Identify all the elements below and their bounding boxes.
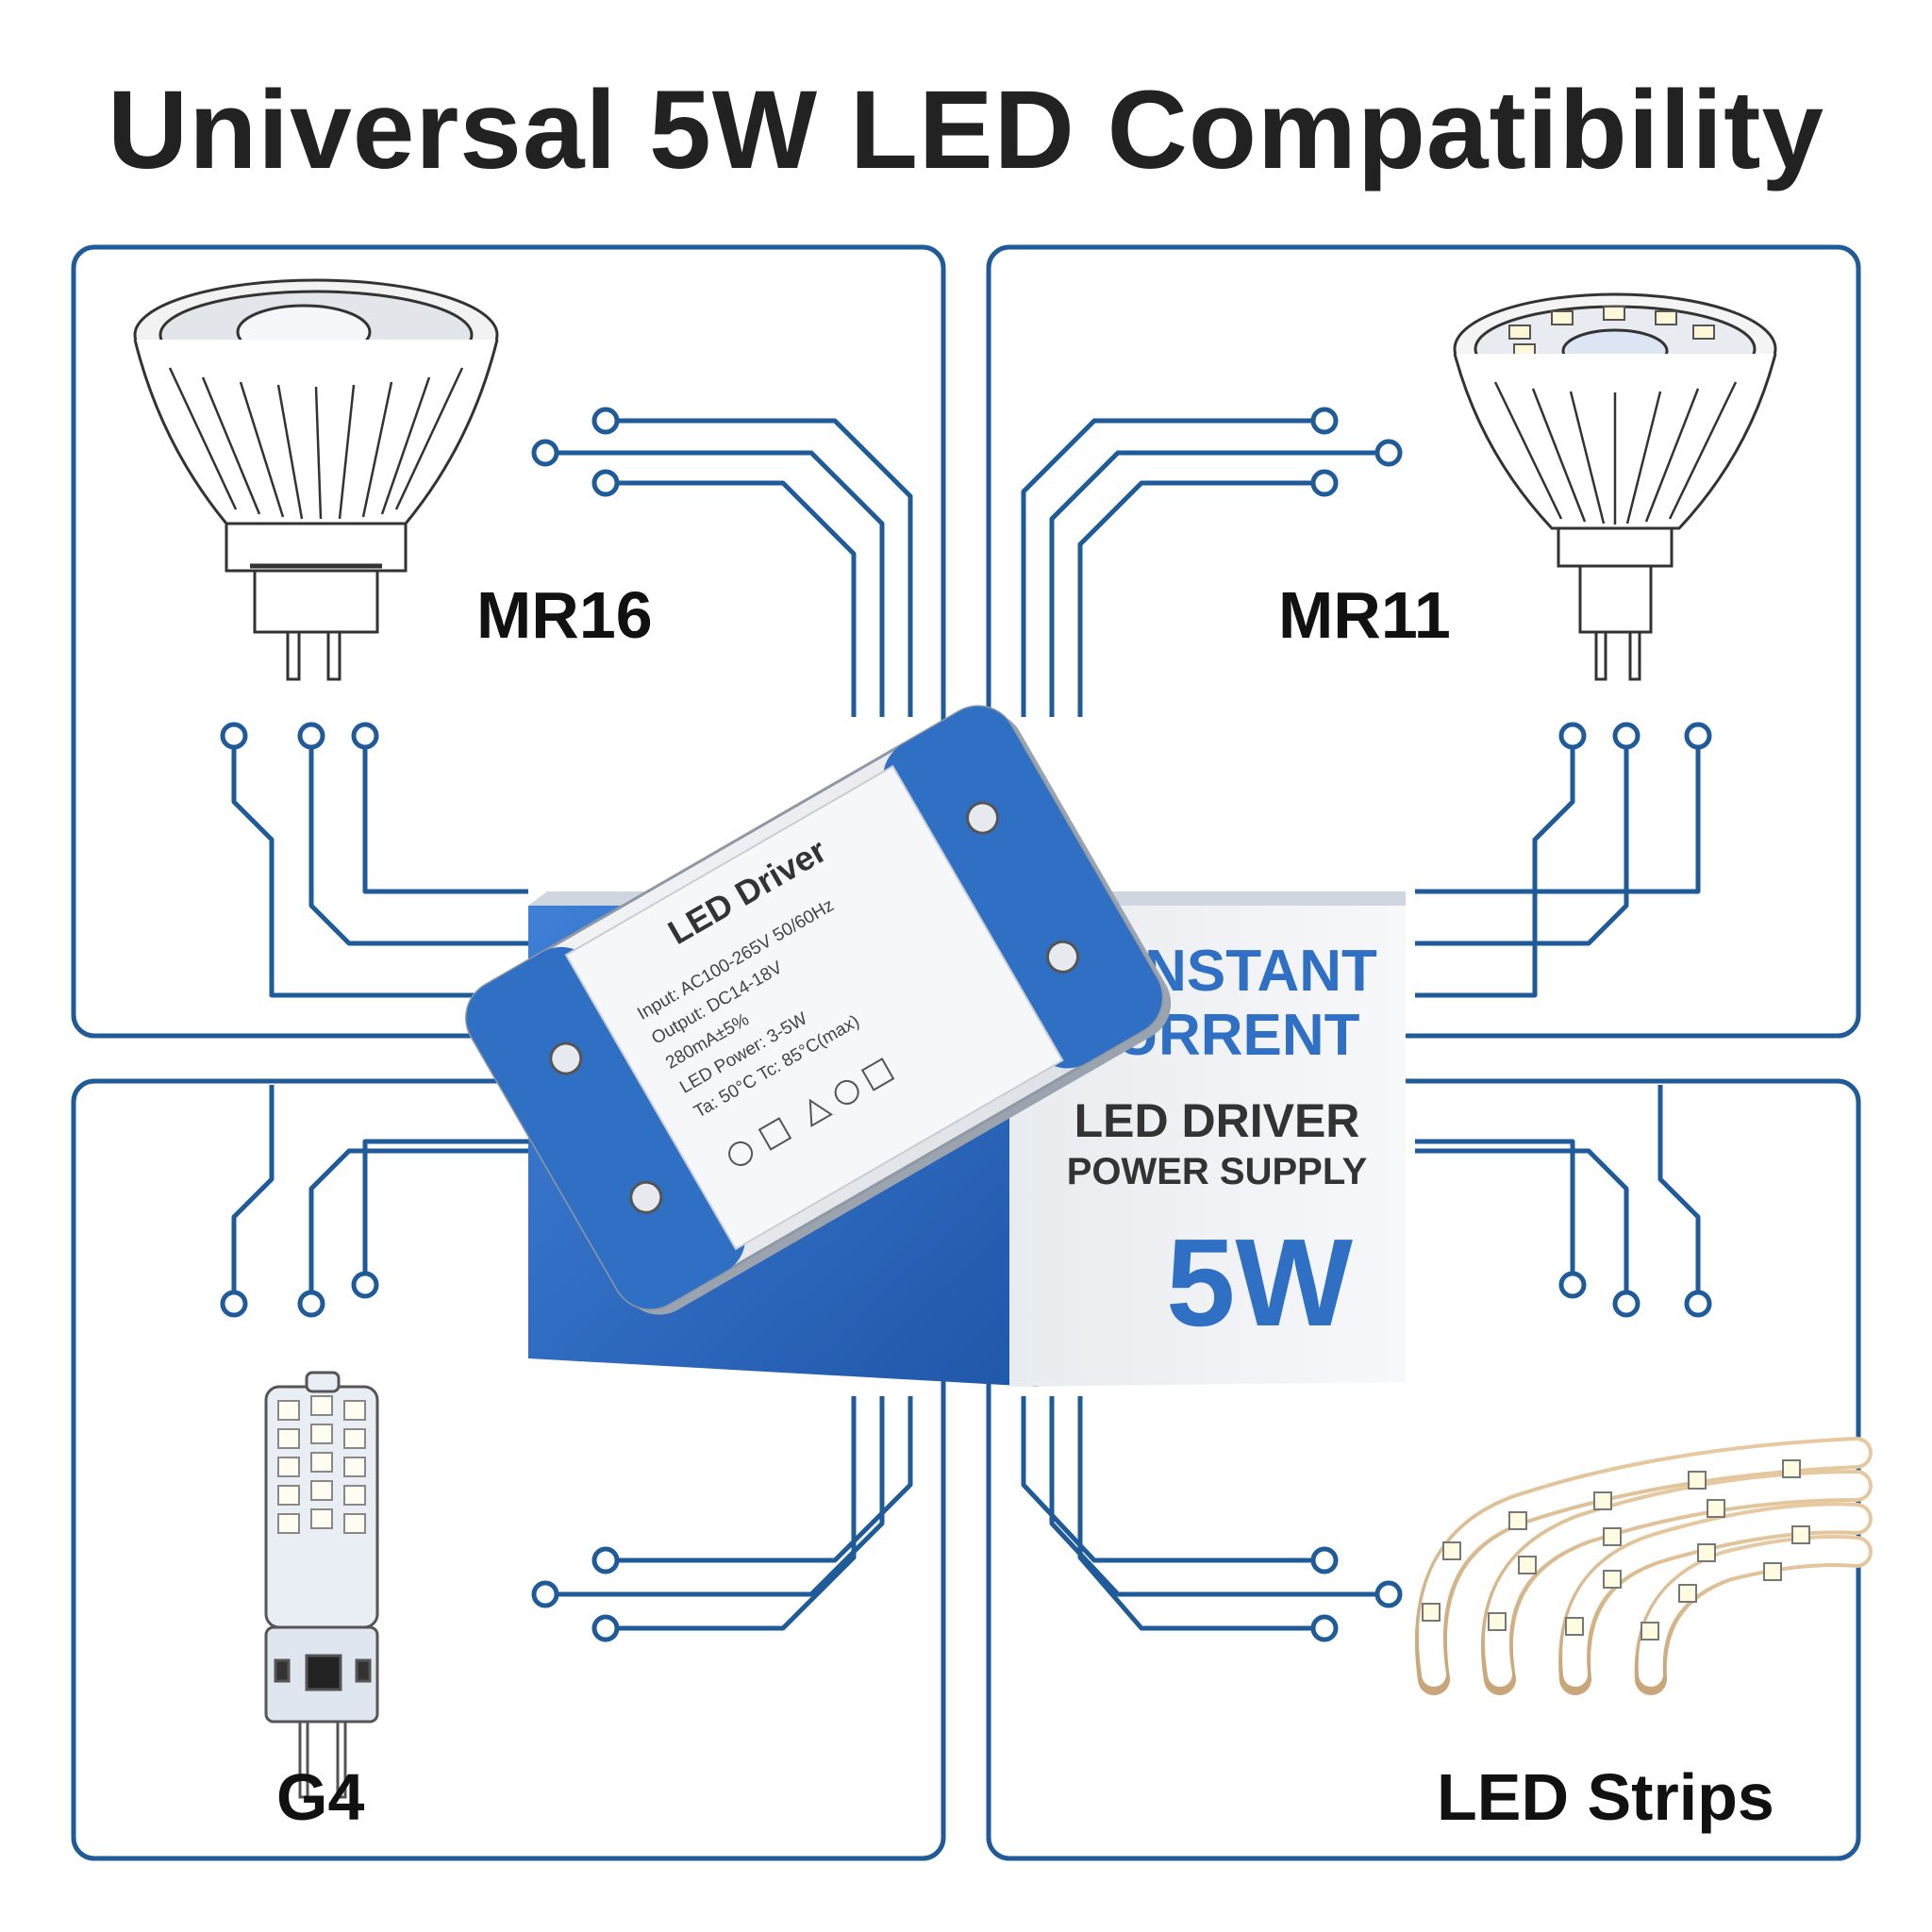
driver-end-cap-right xyxy=(883,706,1162,1069)
page-title: Universal 5W LED Compatibility xyxy=(108,68,1824,192)
terminal-screw-icon xyxy=(1046,940,1080,974)
label-mr16: MR16 xyxy=(476,578,653,652)
box-subline-2: POWER SUPPLY xyxy=(1067,1151,1368,1192)
box-wattage: 5W xyxy=(1166,1213,1353,1352)
label-g4: G4 xyxy=(276,1760,365,1834)
box-subline-1: LED DRIVER xyxy=(1074,1094,1360,1147)
circuit-traces xyxy=(231,418,1701,1631)
driver-end-cap-left xyxy=(466,946,746,1309)
terminal-screw-icon xyxy=(966,801,1000,835)
certification-marks-icon xyxy=(728,1058,895,1166)
label-led-strips: LED Strips xyxy=(1437,1760,1774,1834)
led-strip-icon xyxy=(1415,1437,1873,1695)
terminal-screw-icon xyxy=(629,1180,663,1214)
g4-led-chips xyxy=(277,1395,366,1534)
mr11-bulb-icon xyxy=(1453,292,1777,681)
panel-bottom-right xyxy=(986,1078,1861,1861)
trace-terminals xyxy=(220,407,1712,1642)
led-driver-device: LED Driver Input: AC100-265V 50/60Hz Out… xyxy=(465,705,1172,1315)
g4-bulb-icon xyxy=(264,1371,379,1799)
led-strip-chips xyxy=(1422,1459,1810,1641)
terminal-screw-icon xyxy=(549,1041,583,1075)
mr16-bulb-icon xyxy=(133,278,499,681)
panel-top-right xyxy=(986,244,1861,1039)
label-mr11: MR11 xyxy=(1278,578,1451,652)
